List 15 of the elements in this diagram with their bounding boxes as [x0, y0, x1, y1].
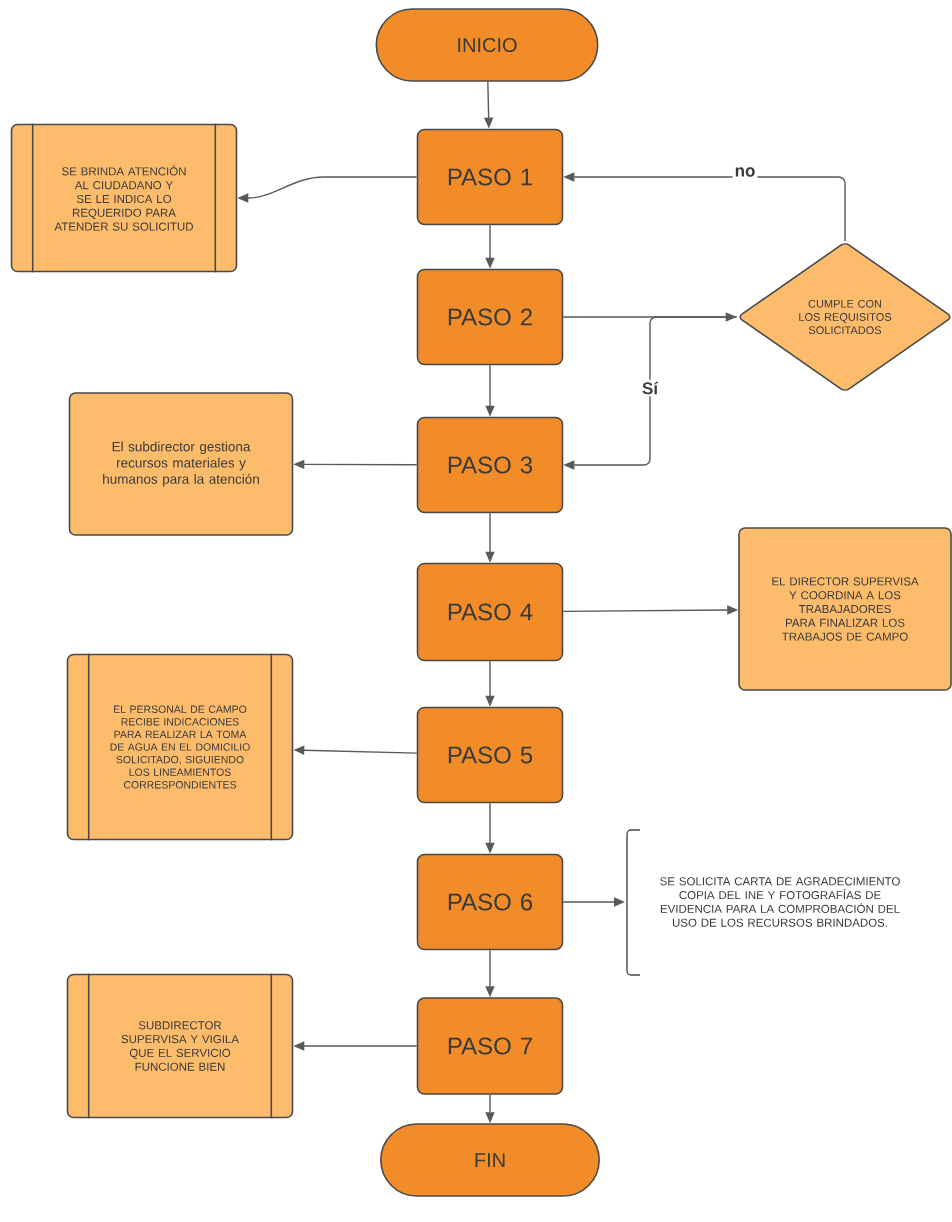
subprocess-box: SE BRINDA ATENCIÓN AL CIUDADANO Y SE LE INDICA LO REQUERIDO PARA ATENDER SU SOLICITUD — [10, 122, 238, 274]
edge-label: no — [732, 165, 758, 179]
step-box: PASO 2 — [416, 268, 564, 366]
edge-label: Sí — [640, 379, 661, 397]
step-box: PASO 3 — [416, 416, 564, 514]
step-box: PASO 6 — [416, 853, 564, 951]
process-box: EL DIRECTOR SUPERVISA Y COORDINA A LOS TRABAJADORES PARA FINALIZAR LOS TRABAJOS DE CAMPO — [738, 527, 952, 691]
note-text: SE SOLICITA CARTA DE AGRADECIMIENTO COPIA DEL INE Y FOTOGRAFÍAS DE EVIDENCIA PARA LA COMPROBACIÓN DEL USO DE LOS RECURSOS BRINDADOS. — [660, 877, 900, 927]
subprocess-box: EL PERSONAL DE CAMPO RECIBE INDICACIONES PARA REALIZAR LA TOMA DE AGUA EN EL DOMICILIO SOLICITADO, SIGUIENDO LOS LINEAMIENTOS CORRESPONDIENTES — [66, 652, 294, 842]
step-box: PASO 5 — [416, 706, 564, 804]
step-box: PASO 4 — [416, 562, 564, 662]
subprocess-box: SUBDIRECTOR SUPERVISA Y VIGILA QUE EL SERVICIO FUNCIONE BIEN — [66, 972, 294, 1120]
process-box: El subdirector gestiona recursos materiales y humanos para la atención — [68, 392, 294, 536]
step-box: PASO 1 — [416, 128, 564, 226]
step-box: PASO 7 — [416, 997, 564, 1095]
